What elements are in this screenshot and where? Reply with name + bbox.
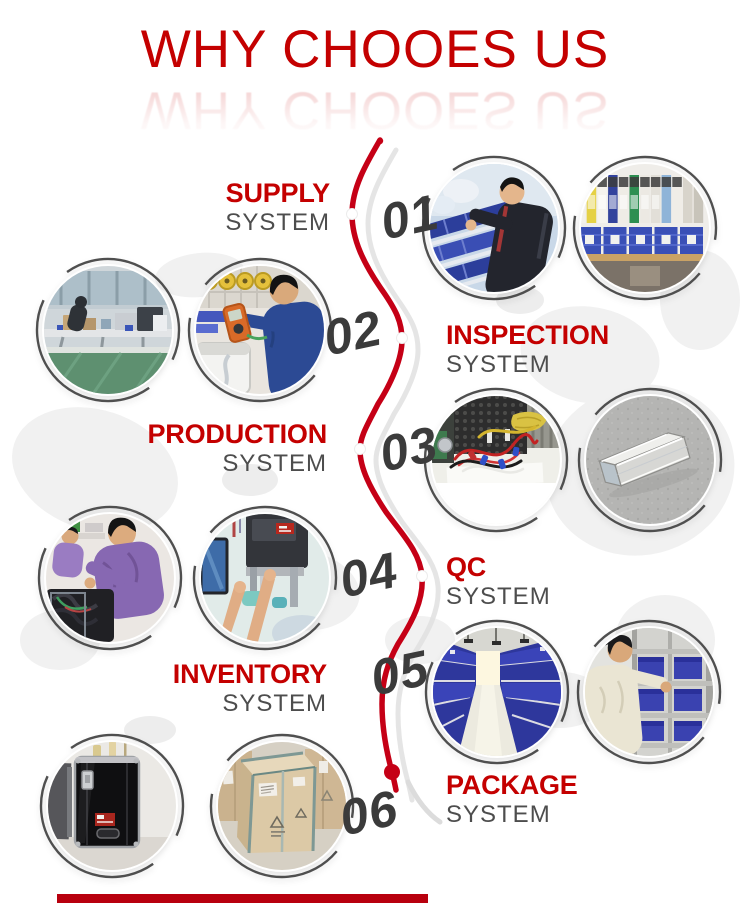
photo-flight-case (37, 731, 187, 881)
label-supply: SUPPLY (225, 178, 331, 208)
photo-machine-adjust (190, 503, 340, 653)
label-production: PRODUCTION (147, 419, 328, 449)
step-04-number: 04 (334, 541, 403, 609)
curve-joint-dots (346, 208, 428, 582)
label-supply-sub: SYSTEM (225, 208, 330, 236)
step-01-number: 01 (375, 183, 444, 251)
label-inspection-sub: SYSTEM (446, 350, 551, 378)
photo-multimeter-test (185, 255, 335, 405)
step-03-number: 03 (374, 415, 443, 483)
step-05-number: 05 (365, 639, 434, 707)
page-title: WHY CHOOES US (140, 20, 610, 79)
label-package: PACKAGE (446, 770, 578, 800)
label-qc-system: QC SYSTEM (446, 552, 551, 610)
label-inventory-system: INVENTORY SYSTEM (137, 659, 327, 717)
photo-packed-cartons (207, 731, 357, 881)
label-inventory-sub: SYSTEM (222, 689, 327, 717)
label-package-sub: SYSTEM (446, 800, 551, 828)
bottom-accent-bar (57, 894, 428, 903)
label-production-sub: SYSTEM (222, 449, 327, 477)
label-qc-sub: SYSTEM (446, 582, 551, 610)
photo-shelf-picking (574, 617, 724, 767)
timeline-curve-tail-shadow (405, 779, 443, 825)
photo-binder-shelf (570, 153, 720, 303)
label-supply-system: SUPPLY SYSTEM (140, 178, 331, 236)
curve-start-drop (376, 137, 384, 145)
timeline-curve-shadow (365, 147, 441, 803)
label-inventory: INVENTORY (172, 659, 327, 689)
label-qc: QC (446, 552, 487, 582)
photo-wired-electronics (421, 385, 571, 535)
photo-warehouse-worker (419, 153, 569, 303)
label-production-system: PRODUCTION SYSTEM (137, 419, 328, 477)
photo-workshop (33, 255, 183, 405)
photo-warehouse-aisle (422, 617, 572, 767)
step-02-number: 02 (318, 299, 387, 367)
label-package-system: PACKAGE SYSTEM (446, 770, 578, 828)
label-inspection-system: INSPECTION SYSTEM (446, 320, 610, 378)
step-06-number: 06 (334, 779, 403, 847)
photo-glass-prism (575, 385, 725, 535)
photo-assembly-line (35, 503, 185, 653)
curve-end-dot (384, 764, 400, 780)
label-inspection: INSPECTION (446, 320, 610, 350)
timeline-curve-line (349, 137, 425, 793)
